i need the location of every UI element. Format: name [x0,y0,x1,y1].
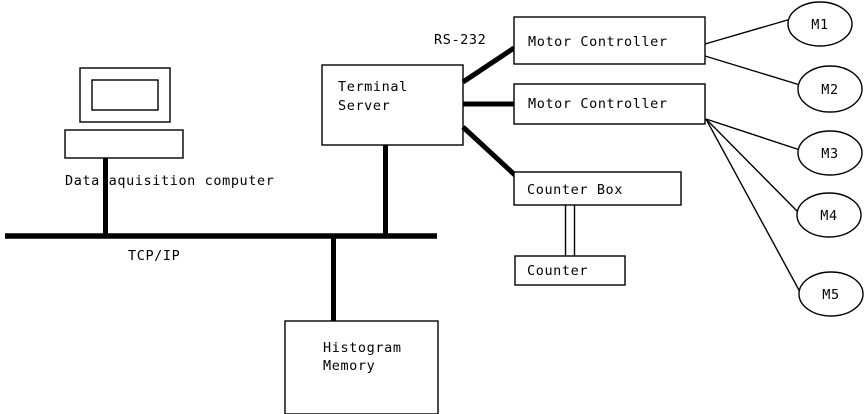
histogram-memory-label-line1: Histogram [323,340,402,356]
motor-controller-1-label: Motor Controller [528,34,668,50]
computer-caption: Data aquisition computer [65,173,274,189]
counter-box-box [513,171,682,206]
rs232-label: RS-232 [434,32,486,48]
motor-controller-2-to-m3-link [705,118,801,151]
terminal-server-label-line1: Terminal [338,79,408,95]
computer-monitor-screen [91,79,159,111]
motor-m3-ellipse [797,130,863,176]
computer-base-unit [64,129,184,159]
motor-m2-ellipse [797,65,863,113]
motor-m1-ellipse [787,1,853,47]
motor-m3-label: M3 [821,146,838,162]
motor-m5-ellipse [798,271,864,317]
terminal-to-counter-box-link [461,125,518,178]
motor-controller-1-to-m1-link [704,18,792,45]
terminal-server-label-line2: Server [338,98,390,114]
terminal-server-box [321,64,464,146]
motor-m4-ellipse [796,192,862,238]
counter-box [514,255,626,286]
motor-controller-2-box [513,83,706,125]
histogram-memory-box [284,320,439,414]
motor-controller-2-to-m5-link [705,118,801,293]
counter-label: Counter [527,263,588,279]
terminal-to-motor-controller-1-link [461,45,516,85]
tcpip-label: TCP/IP [128,248,180,264]
motor-controller-2-to-m4-link [705,118,799,213]
counter-box-label: Counter Box [527,182,623,198]
histogram-memory-label-line2: Memory [323,358,375,374]
motor-m4-label: M4 [820,208,837,224]
motor-controller-2-label: Motor Controller [528,96,668,112]
motor-controller-1-to-m2-link [704,55,801,86]
motor-controller-1-box [513,16,706,65]
motor-m2-label: M2 [821,82,838,98]
motor-m1-label: M1 [811,17,828,33]
motor-m5-label: M5 [822,287,839,303]
